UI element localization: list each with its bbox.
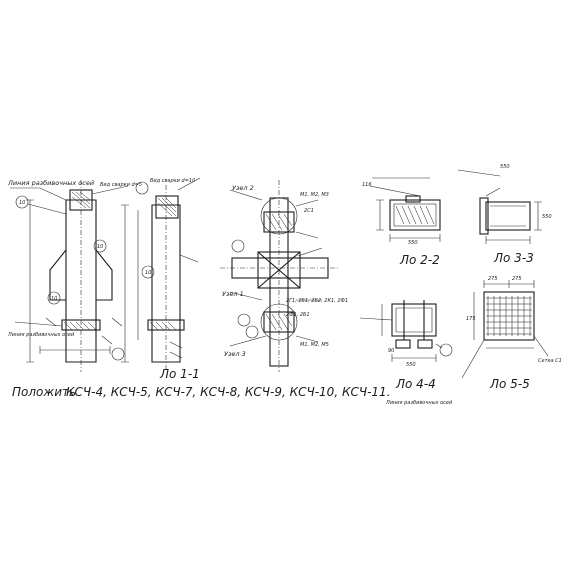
dim-550-a: 550 (408, 240, 418, 246)
section-3-3-label: Ло 3-3 (493, 251, 534, 265)
callout-mesh-c1: Сетка С1 (538, 358, 562, 364)
node-2-label: Узел 2 (232, 184, 254, 192)
section-1-1-drawing (10, 177, 201, 372)
footer-types: КСЧ-4, КСЧ-5, КСЧ-7, КСЧ-8, КСЧ-9, КСЧ-1… (66, 385, 391, 399)
dim-550-b: 550 (542, 214, 552, 220)
dim-90: 90 (388, 348, 394, 354)
mark-10d: 10 (145, 270, 151, 276)
callout-axis-line-3: Линия разбивочных осей (385, 400, 453, 406)
footer-label: Положить (12, 385, 76, 399)
note-m123: М1, М2, М3 (300, 192, 329, 198)
section-4-4-label: Ло 4-4 (395, 377, 436, 391)
mark-10c: 10 (51, 296, 57, 302)
section-4-4-drawing (359, 300, 453, 362)
node-1-label: Узел 1 (222, 290, 244, 298)
section-1-1-label: Ло 1-1 (159, 367, 200, 381)
weld-note-2: Вид сварки d=10 (150, 178, 195, 184)
note-m125: М1, М2, М5 (300, 342, 329, 348)
note-2g1: 2Г1, 2Б1, 2Б2, 2К1, 2Ф1 (286, 298, 348, 304)
section-2-2-label: Ло 2-2 (399, 253, 440, 267)
mark-10b: 10 (97, 244, 103, 250)
dim-550-d: 550 (406, 362, 416, 368)
callout-axis-line-1: Линия разбивочных осей (7, 179, 94, 187)
section-3-3-drawing (457, 169, 542, 244)
mark-10a: 10 (19, 200, 25, 206)
note-2f1: 2Ф1, 2Б1 (286, 312, 310, 318)
plan-drawing (220, 180, 338, 372)
dim-550-c: 550 (500, 164, 510, 170)
dim-116: 116 (362, 182, 372, 188)
section-2-2-drawing (369, 177, 441, 242)
section-5-5-drawing (461, 280, 549, 379)
callout-axis-line-2: Линия разбивочных осей (7, 332, 75, 338)
note-2c1-top: 2С1 (304, 208, 314, 214)
dim-275-b: 275 (512, 276, 522, 282)
section-5-5-label: Ло 5-5 (489, 377, 530, 391)
dim-175: 175 (466, 316, 476, 322)
node-3-label: Узел 3 (224, 350, 246, 358)
weld-note-1: Вид сварки d=5 (100, 182, 142, 188)
dim-275-a: 275 (488, 276, 498, 282)
